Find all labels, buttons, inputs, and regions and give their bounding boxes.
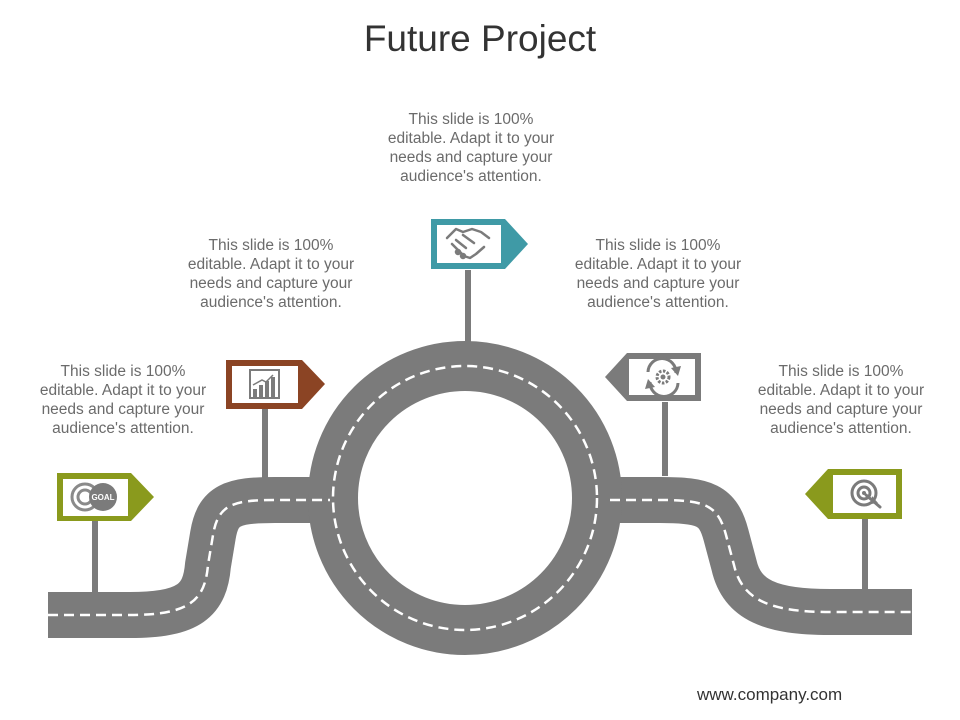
step-1-text: This slide is 100% editable. Adapt it to… bbox=[39, 363, 207, 437]
sign-poles bbox=[92, 270, 868, 592]
bar-chart-icon bbox=[249, 369, 280, 399]
target-icon bbox=[850, 479, 882, 509]
goal-badge-text: GOAL bbox=[91, 493, 114, 502]
step-5-text: This slide is 100% editable. Adapt it to… bbox=[757, 363, 925, 437]
sign-bar-chart bbox=[226, 360, 325, 409]
step-4-text: This slide is 100% editable. Adapt it to… bbox=[574, 237, 742, 311]
goal-icon: GOAL bbox=[70, 482, 117, 512]
road bbox=[48, 341, 912, 655]
sign-target bbox=[805, 469, 902, 519]
step-2-text: This slide is 100% editable. Adapt it to… bbox=[187, 237, 355, 311]
company-url[interactable]: www.company.com bbox=[697, 685, 843, 704]
handshake-icon bbox=[445, 227, 491, 260]
sign-goal: GOAL bbox=[57, 473, 154, 521]
sign-handshake bbox=[431, 219, 528, 269]
sign-gear-refresh bbox=[605, 353, 701, 401]
page-title: Future Project bbox=[363, 18, 597, 59]
step-3-text: This slide is 100% editable. Adapt it to… bbox=[387, 111, 555, 185]
gear-refresh-icon bbox=[645, 357, 681, 398]
